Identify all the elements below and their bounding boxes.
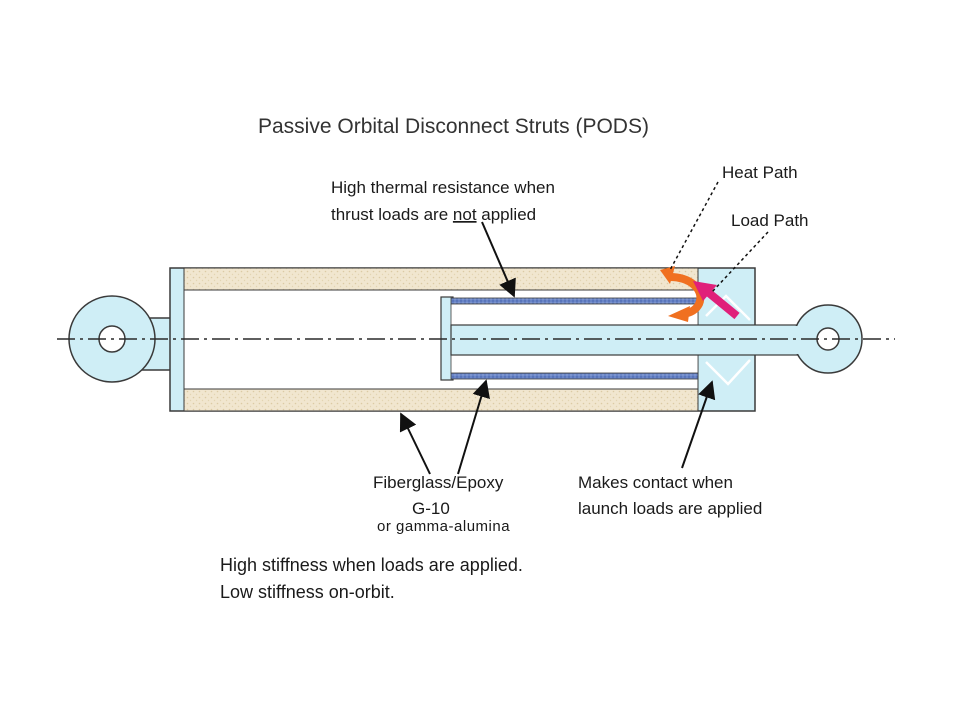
contact-label-line2: launch loads are applied xyxy=(578,499,762,518)
contact-arrow xyxy=(681,380,716,469)
contact-label-line1: Makes contact when xyxy=(578,473,733,492)
gamma-alumina-label: or gamma-alumina xyxy=(377,518,510,535)
fiberglass-arrow-inner xyxy=(457,379,490,475)
load-path-leader xyxy=(711,231,769,293)
load-path-label: Load Path xyxy=(731,211,809,230)
contact-diamond xyxy=(705,294,751,386)
thermal-line2-post: applied xyxy=(477,205,537,224)
heat-path-arrow xyxy=(660,266,705,322)
thermal-line2-pre: thrust loads are xyxy=(331,205,453,224)
stiffness-note-line1: High stiffness when loads are applied. xyxy=(220,555,523,575)
thermal-resistance-label-line1: High thermal resistance when xyxy=(331,178,555,197)
stiffness-note-line2: Low stiffness on-orbit. xyxy=(220,582,395,602)
thermal-resistance-arrow xyxy=(481,221,516,298)
load-path-arrow xyxy=(693,281,740,320)
heat-path-leader xyxy=(669,181,719,271)
inner-piston xyxy=(440,296,810,381)
diagram-title: Passive Orbital Disconnect Struts (PODS) xyxy=(258,115,649,138)
fiberglass-label-line2: G-10 xyxy=(412,499,450,518)
fiberglass-label-line1: Fiberglass/Epoxy xyxy=(373,473,504,492)
heat-path-label: Heat Path xyxy=(722,163,798,182)
fiberglass-arrow-outer xyxy=(399,412,431,475)
thermal-line2-not: not xyxy=(453,205,477,224)
thermal-resistance-label-line2: thrust loads are not applied xyxy=(331,205,536,224)
